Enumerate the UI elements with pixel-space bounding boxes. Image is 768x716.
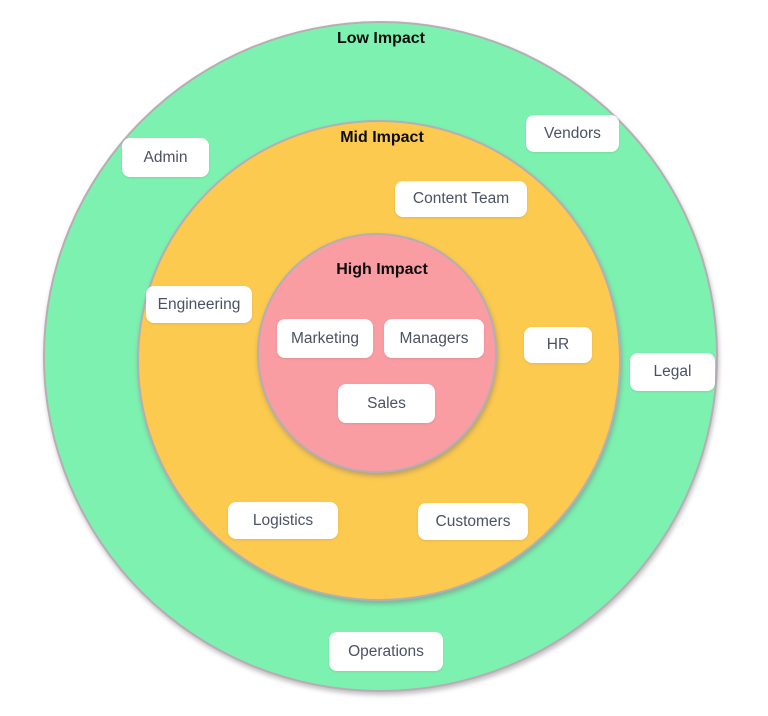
node-vendors[interactable]: Vendors — [526, 115, 619, 152]
ring-label-mid-impact: Mid Impact — [340, 129, 424, 146]
node-content-team[interactable]: Content Team — [395, 181, 527, 217]
node-legal[interactable]: Legal — [630, 353, 715, 391]
node-hr[interactable]: HR — [524, 327, 592, 363]
node-customers[interactable]: Customers — [418, 503, 528, 540]
node-engineering[interactable]: Engineering — [146, 286, 252, 323]
ring-label-low-impact: Low Impact — [336, 30, 426, 47]
ring-label-high-impact: High Impact — [336, 261, 428, 278]
node-sales[interactable]: Sales — [338, 384, 435, 423]
node-logistics[interactable]: Logistics — [228, 502, 338, 539]
node-admin[interactable]: Admin — [122, 138, 209, 177]
node-managers[interactable]: Managers — [384, 319, 484, 358]
node-marketing[interactable]: Marketing — [277, 319, 373, 358]
node-operations[interactable]: Operations — [329, 632, 443, 671]
